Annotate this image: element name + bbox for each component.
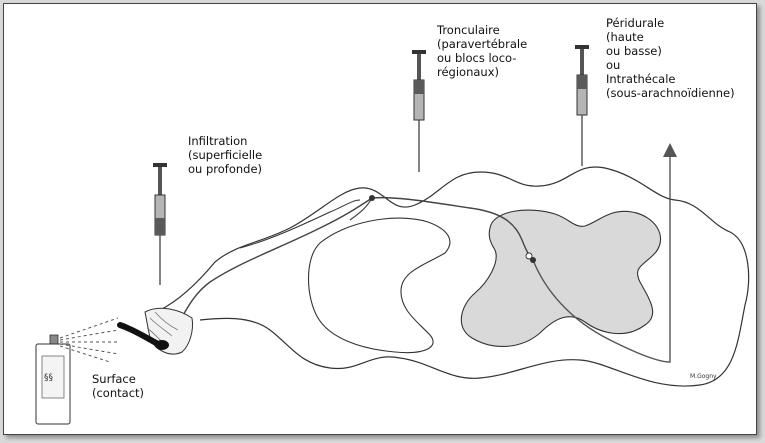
spray-can-icon: §§ <box>36 318 118 424</box>
dorsal-root-ganglion <box>369 195 375 201</box>
label-infiltration: Infiltration (superficielle ou profonde) <box>188 134 262 176</box>
label-tronculaire: Tronculaire (paravertébrale ou blocs loc… <box>437 23 527 79</box>
syringe-icon <box>412 50 426 172</box>
author-signature: M.Gogny <box>690 373 717 380</box>
label-surface: Surface (contact) <box>92 372 144 400</box>
syringe-icon <box>575 45 589 166</box>
spinal-outer-contour <box>160 167 749 386</box>
svg-text:§§: §§ <box>44 373 54 383</box>
syringe-icon <box>153 163 167 285</box>
grey-matter <box>461 210 660 346</box>
label-peridurale: Péridurale (haute ou basse) ou Intrathéc… <box>606 16 735 100</box>
synapse-ring <box>526 253 532 259</box>
white-matter-left <box>309 218 450 353</box>
skin-patch <box>120 308 193 354</box>
